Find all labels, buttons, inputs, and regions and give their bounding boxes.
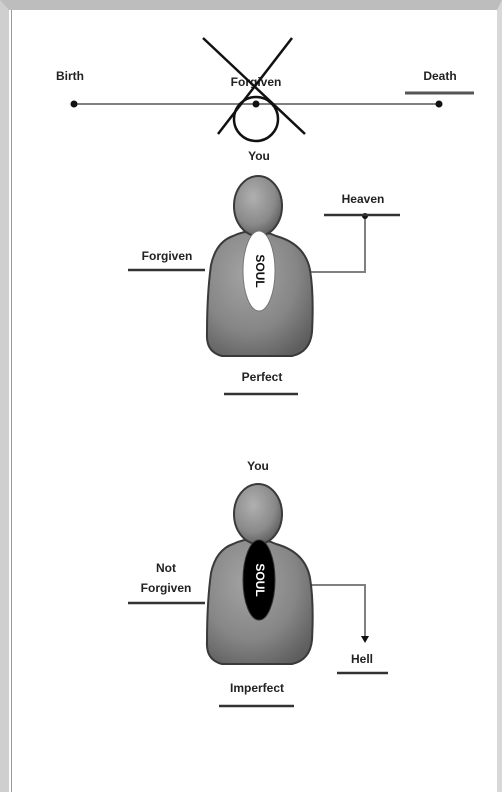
forgiven-point (252, 100, 260, 108)
person-head (233, 483, 283, 545)
cross-out-line-2 (217, 37, 293, 135)
timeline-you-label: You (248, 149, 270, 163)
hell-label: Hell (351, 652, 373, 666)
not-forgiven-label-line2: Forgiven (141, 581, 192, 595)
figure-forgiven: Heaven SOUL Forgiven Perfect (128, 175, 400, 396)
birth-label: Birth (56, 69, 84, 83)
soul-label: SOUL (253, 254, 267, 287)
forgiven-point-ring (232, 95, 280, 143)
soul-label: SOUL (253, 563, 267, 596)
imperfect-label: Imperfect (230, 681, 284, 695)
forgiven-side-label: Forgiven (142, 249, 193, 263)
hell-arrowhead (361, 636, 369, 643)
hell-connector (310, 584, 366, 638)
figure-not-forgiven: You Hell SOUL Not Forgiven Imperfect (128, 459, 388, 708)
person-head (233, 175, 283, 237)
soul-light (242, 230, 276, 312)
perfect-label: Perfect (242, 370, 283, 384)
heaven-label: Heaven (342, 192, 385, 206)
forgiven-label: Forgiven (231, 75, 282, 89)
death-point (435, 100, 443, 108)
timeline: Birth Forgiven Death You (56, 37, 474, 163)
you-label: You (247, 459, 269, 473)
death-label: Death (423, 69, 456, 83)
not-forgiven-label-line1: Not (156, 561, 176, 575)
soul-dark (242, 539, 276, 621)
heaven-connector (310, 216, 366, 273)
birth-point (70, 100, 78, 108)
